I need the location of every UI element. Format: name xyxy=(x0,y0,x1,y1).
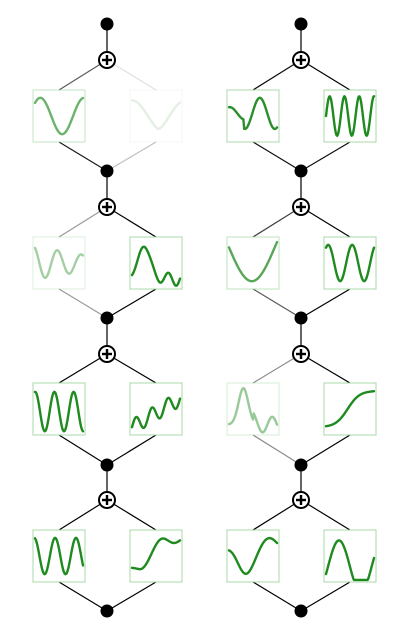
function-box-frame xyxy=(129,89,183,143)
node-layer xyxy=(98,17,310,618)
activation-function-box xyxy=(323,89,377,143)
activation-curve xyxy=(324,243,376,283)
neuron-node xyxy=(100,458,114,472)
activation-function-box xyxy=(226,89,280,143)
edge-function-to-node xyxy=(300,581,351,612)
sum-icon xyxy=(292,345,310,363)
activation-curve xyxy=(324,539,376,582)
edge-function-to-node xyxy=(252,434,302,466)
neuron-node xyxy=(100,17,114,31)
activation-function-box xyxy=(129,382,183,436)
edge-function-to-node xyxy=(58,581,108,612)
activation-curve xyxy=(324,95,376,137)
neuron-node xyxy=(294,17,308,31)
edge-plus-to-function xyxy=(252,59,302,91)
activation-curve xyxy=(227,387,279,434)
neuron-node xyxy=(294,311,308,325)
activation-curve xyxy=(130,99,182,131)
activation-function-box xyxy=(32,89,86,143)
neuron-node xyxy=(294,164,308,178)
neuron-node xyxy=(294,604,308,618)
edge-plus-to-function xyxy=(106,499,157,531)
edge-plus-to-function xyxy=(252,353,302,384)
activation-curve xyxy=(130,537,182,571)
neuron-node xyxy=(294,458,308,472)
function-box-frame xyxy=(323,529,377,583)
edge-function-to-node xyxy=(58,288,108,319)
edge-plus-to-function xyxy=(252,206,302,238)
activation-curve xyxy=(33,390,85,433)
activation-function-box xyxy=(323,529,377,583)
edge-plus-to-function xyxy=(106,59,157,91)
neuron-node xyxy=(100,311,114,325)
function-box-frame xyxy=(129,529,183,583)
edge-plus-to-function xyxy=(106,353,157,384)
function-box-frame xyxy=(323,236,377,290)
activation-curve xyxy=(33,96,85,136)
sum-icon xyxy=(292,491,310,509)
activation-function-box xyxy=(323,382,377,436)
edge-plus-to-function xyxy=(252,499,302,531)
sum-icon xyxy=(292,51,310,69)
function-box-layer xyxy=(32,89,377,583)
activation-function-box xyxy=(32,236,86,290)
edge-plus-to-function xyxy=(300,206,351,238)
activation-curve xyxy=(227,240,279,283)
activation-curve xyxy=(33,246,85,280)
edge-function-to-node xyxy=(252,141,302,172)
sum-icon xyxy=(292,198,310,216)
activation-curve xyxy=(130,396,182,430)
activation-function-box xyxy=(226,529,280,583)
activation-curve xyxy=(33,536,85,576)
function-box-frame xyxy=(226,89,280,143)
function-box-frame xyxy=(226,382,280,436)
activation-function-box xyxy=(32,382,86,436)
edge-function-to-node xyxy=(106,288,157,319)
edge-plus-to-function xyxy=(58,59,108,91)
edge-function-to-node xyxy=(106,141,157,172)
edge-plus-to-function xyxy=(300,499,351,531)
edge-function-to-node xyxy=(300,141,351,172)
edge-function-to-node xyxy=(252,288,302,319)
edge-function-to-node xyxy=(58,434,108,466)
activation-curve xyxy=(227,96,279,131)
sum-icon xyxy=(98,491,116,509)
edge-function-to-node xyxy=(300,288,351,319)
function-box-frame xyxy=(32,236,86,290)
function-box-frame xyxy=(129,382,183,436)
edge-plus-to-function xyxy=(300,59,351,91)
neuron-node xyxy=(100,604,114,618)
edge-function-to-node xyxy=(106,434,157,466)
activation-function-box xyxy=(226,236,280,290)
edge-plus-to-function xyxy=(58,499,108,531)
sum-icon xyxy=(98,198,116,216)
sum-icon xyxy=(98,345,116,363)
edge-plus-to-function xyxy=(58,353,108,384)
activation-curve xyxy=(130,245,182,287)
edge-plus-to-function xyxy=(58,206,108,238)
activation-function-box xyxy=(32,529,86,583)
neuron-node xyxy=(100,164,114,178)
edge-function-to-node xyxy=(300,434,351,466)
activation-function-box xyxy=(129,236,183,290)
activation-function-box xyxy=(226,382,280,436)
activation-function-box xyxy=(129,89,183,143)
activation-function-box xyxy=(129,529,183,583)
edge-plus-to-function xyxy=(106,206,157,238)
sum-icon xyxy=(98,51,116,69)
edge-function-to-node xyxy=(58,141,108,172)
edge-plus-to-function xyxy=(300,353,351,384)
activation-function-box xyxy=(323,236,377,290)
activation-curve xyxy=(227,536,279,575)
activation-curve xyxy=(324,390,376,428)
edge-function-to-node xyxy=(252,581,302,612)
edge-function-to-node xyxy=(106,581,157,612)
